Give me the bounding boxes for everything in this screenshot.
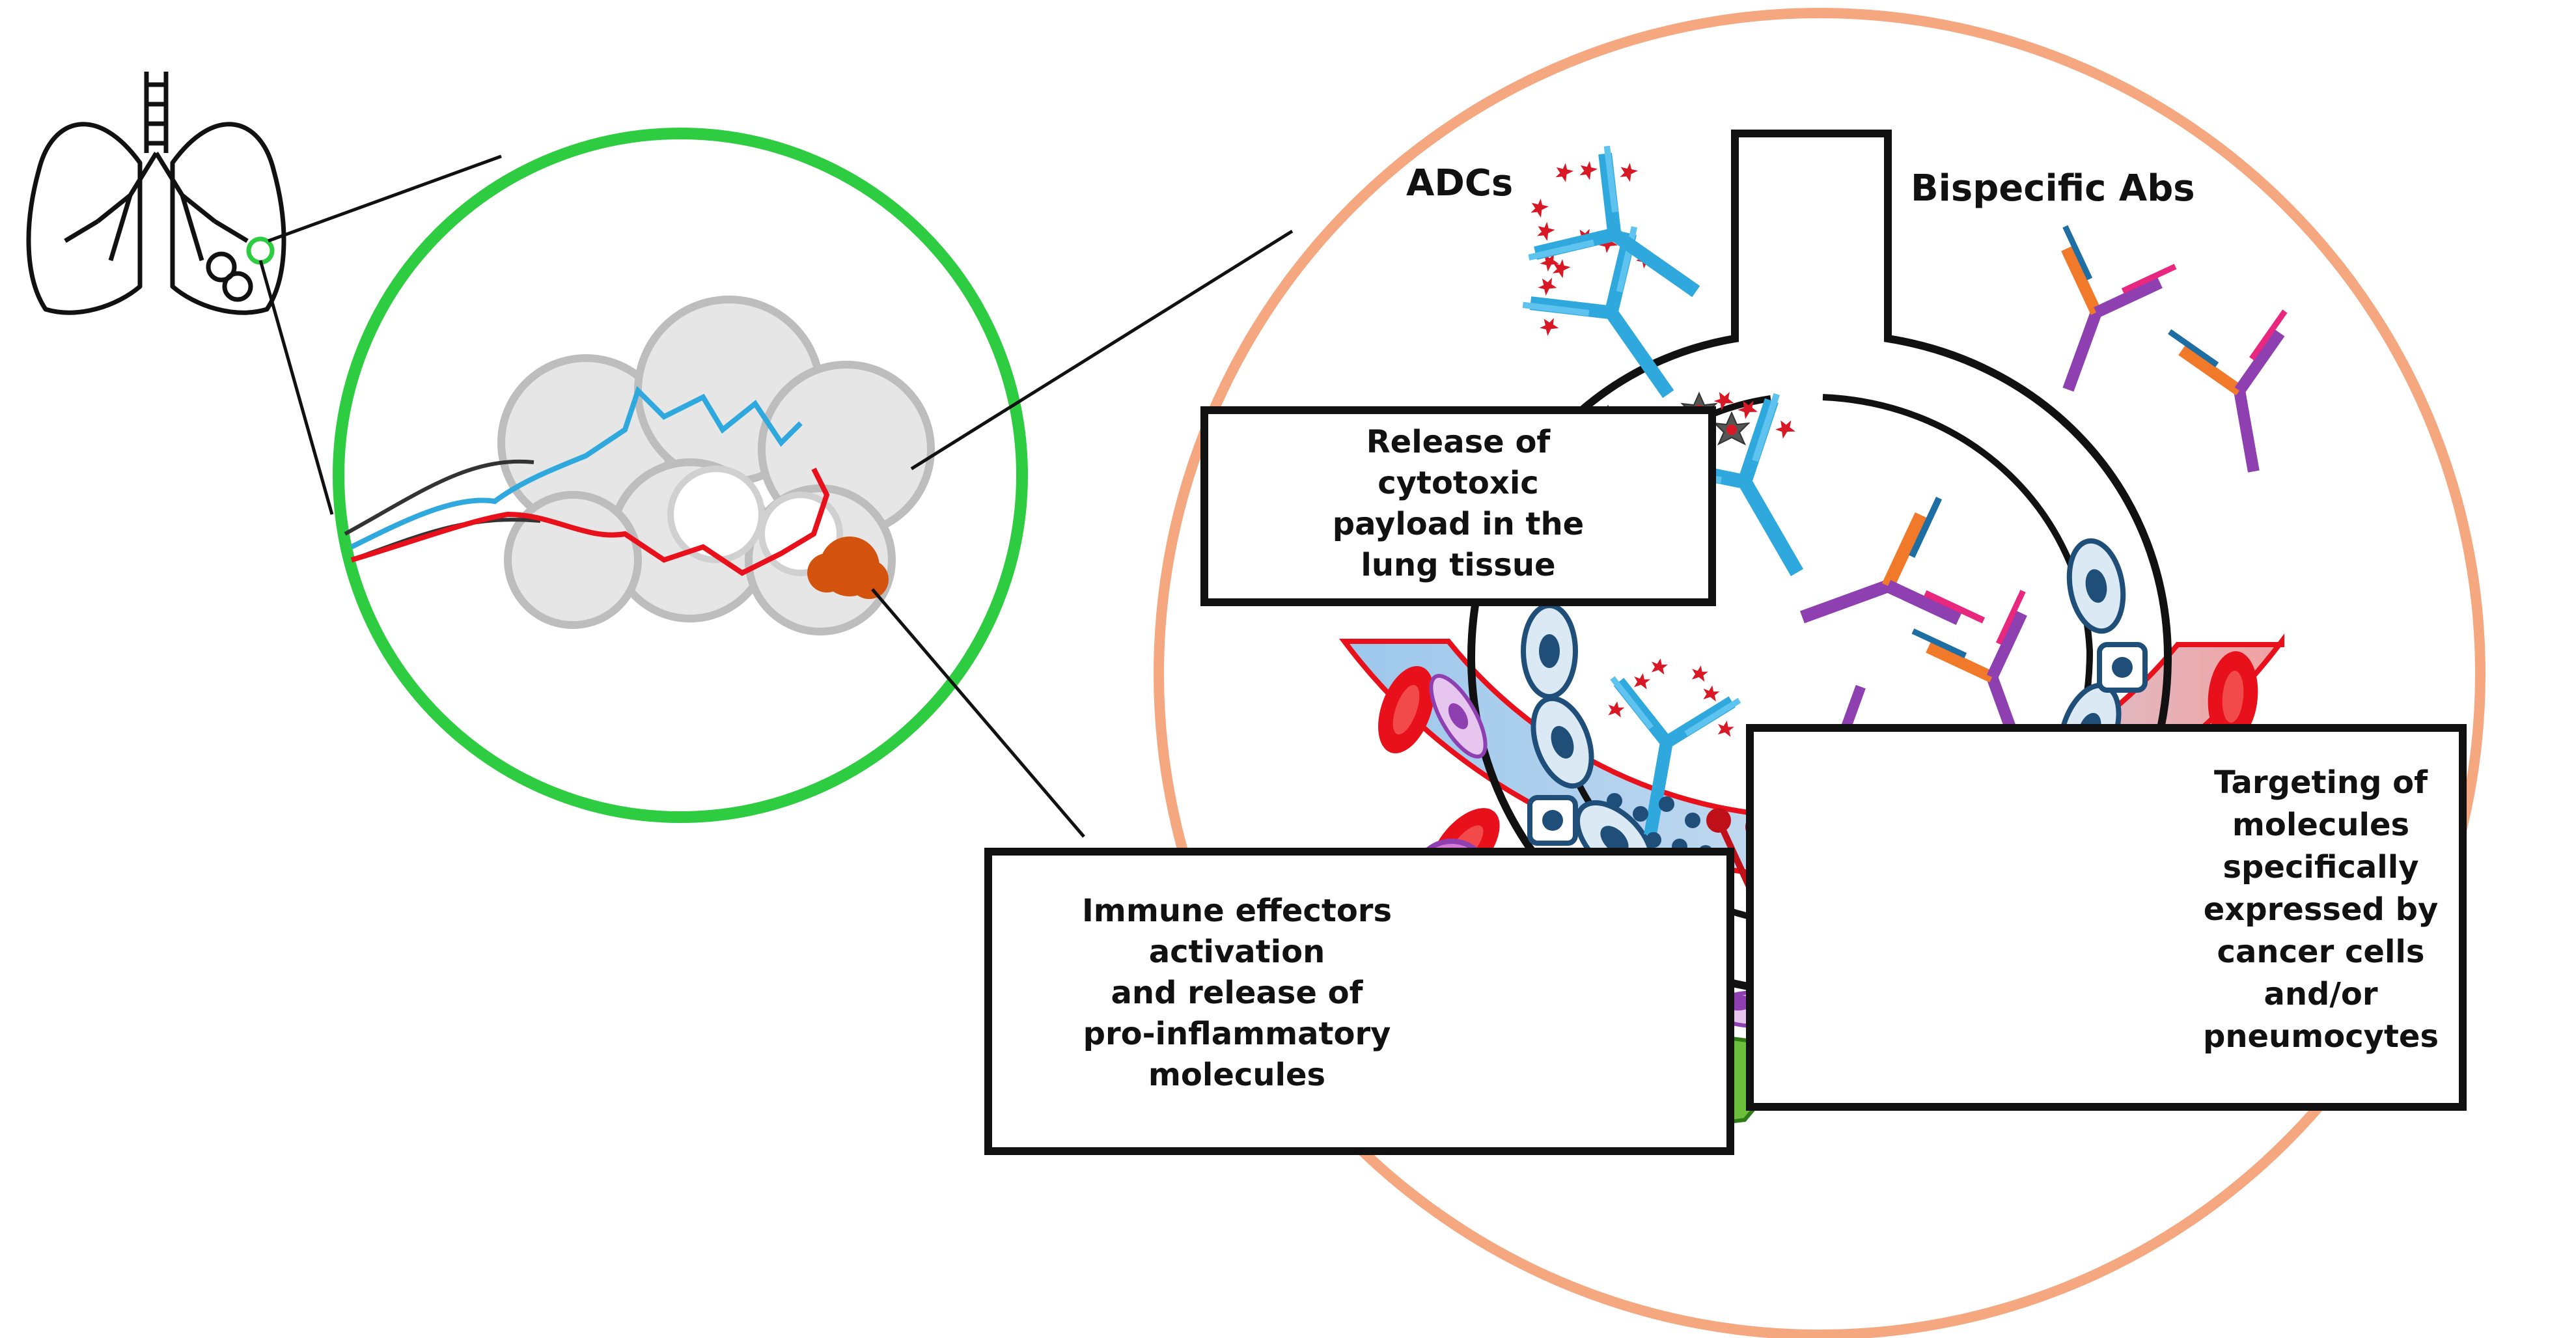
immune-box: Immune effectors activation and release … [984, 848, 1734, 1155]
zoom-origin-marker [246, 236, 275, 265]
targeting-box-line: molecules [2232, 807, 2409, 843]
bispecific-label: Bispecific Abs [1911, 167, 2195, 210]
tumor-cell-icon [807, 537, 889, 599]
targeting-box-line: cancer cells [2217, 934, 2425, 970]
alveolus-zoom-circle [333, 128, 1028, 823]
zoom-lines-2 [871, 229, 1294, 838]
release-box-line: payload in the [1333, 506, 1584, 542]
targeting-box-line: pneumocytes [2203, 1018, 2439, 1055]
release-box-line: cytotoxic [1378, 465, 1538, 501]
lungs-icon [26, 72, 286, 315]
targeting-box-line: expressed by [2204, 891, 2439, 928]
immune-box-line: Immune effectors [1082, 893, 1392, 929]
targeting-box-line: Targeting of [2214, 764, 2428, 801]
immune-box-line: molecules [1148, 1057, 1325, 1093]
release-box-line: Release of [1366, 424, 1551, 460]
pro-inflammatory-molecules [1607, 793, 1713, 861]
immune-box-line: and release of [1111, 975, 1364, 1011]
immune-box-line: activation [1149, 934, 1325, 970]
release-box-line: lung tissue [1361, 547, 1555, 583]
targeting-box-line: and/or [2264, 976, 2377, 1012]
release-box: Release of cytotoxic payload in the lung… [1200, 406, 1716, 606]
immune-box-line: pro-inflammatory [1083, 1016, 1391, 1052]
targeting-box: Targeting of molecules specifically expr… [1746, 724, 2467, 1111]
adcs-label: ADCs [1406, 162, 1513, 204]
targeting-box-line: specifically [2223, 849, 2418, 885]
zoom-lines-1 [258, 154, 502, 515]
